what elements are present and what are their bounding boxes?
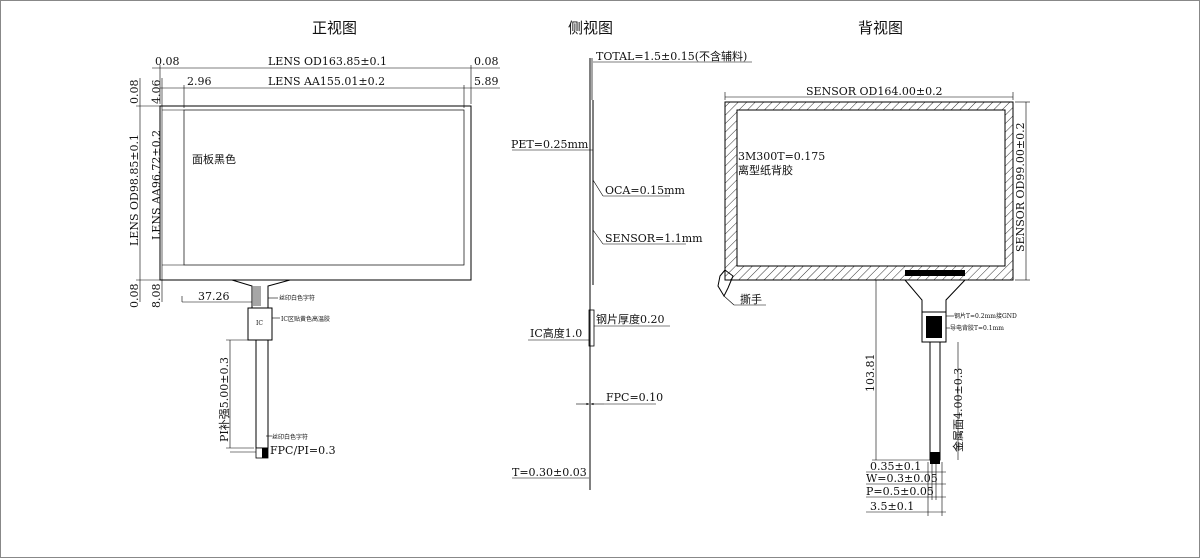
tape-note-label: 离型纸背胶 [738,163,793,177]
lens-od-width-label: LENS OD163.85±0.1 [268,55,387,68]
bottom-aa-offset-label: 8.08 [150,284,163,309]
total-width-label: 3.5±0.1 [870,500,914,513]
pitch-a-label: 0.35±0.1 [870,460,921,473]
silk-white-note-2: 丝印白色字符 [272,433,308,441]
pet-label: PET=0.25mm [511,138,589,151]
ic-label: IC [256,320,263,327]
total-thickness-label: TOTAL=1.5±0.15(不含辅料) [596,49,747,63]
lens-od-height-label: LENS OD98.85±0.1 [128,134,141,246]
lens-aa-width-label: LENS AA155.01±0.2 [268,75,385,88]
silk-white-note: 丝印白色字符 [279,294,315,302]
gold-finger-label: 金属面4.00±0.3 [951,368,965,452]
fpc-pi-label: FPC/PI=0.3 [270,444,336,457]
ic-height-label: IC高度1.0 [530,326,582,340]
lens-aa-height-label: LENS AA96.72±0.2 [150,130,163,240]
fpc-tail [255,340,269,449]
top-aa-offset-label: 4.06 [150,80,163,105]
side-view-title: 侧视图 [568,19,613,37]
ic-area-note: IC区贴黄色高温胶 [281,315,330,323]
steel-thickness-label: 钢片厚度0.20 [596,312,665,326]
side-view: TOTAL=1.5±0.15(不含辅料) PET=0.25mm OCA=0.15… [511,49,752,490]
conductive-tape-note: 导电背胶T=0.1mm [950,324,1004,332]
lens-active-area [183,109,465,266]
panel-black-note: 面板黑色 [192,152,236,166]
fpc-length-label: 103.81 [864,354,877,393]
sensor-od-width-label: SENSOR OD164.00±0.2 [806,85,943,98]
bottom-margin-label: 0.08 [128,284,141,309]
top-margin-label: 0.08 [128,80,141,105]
lens-left-margin-label: 0.08 [155,55,180,68]
aa-right-offset-label: 5.89 [474,75,499,88]
front-view-title: 正视图 [312,19,357,37]
back-fpc-tail [929,342,941,461]
total-t-label: T=0.30±0.03 [512,466,587,479]
pi-stiffener-label: PI补强5.00±0.3 [218,357,231,442]
fpc-offset-label: 37.26 [198,290,230,303]
pitch-label: P=0.5±0.05 [866,485,934,498]
steel-gnd-note: 钢片T=0.2mm接GND [954,312,1017,320]
sensor-inner-area [736,109,1006,267]
fpc-neck [231,279,291,308]
lens-outline [159,105,472,281]
front-view: 0.08 LENS OD163.85±0.1 0.08 2.96 LENS AA… [128,55,500,459]
oca-label: OCA=0.15mm [605,184,686,197]
tape-spec-label: 3M300T=0.175 [738,150,825,163]
width-label: W=0.3±0.05 [866,472,938,485]
sensor-thickness-label: SENSOR=1.1mm [605,232,703,245]
sensor-od-height-label: SENSOR OD99.00±0.2 [1014,122,1027,252]
back-view-title: 背视图 [858,19,903,37]
back-view: SENSOR OD164.00±0.2 SENSOR OD99.00±0.2 3… [717,85,1030,516]
aa-left-offset-label: 2.96 [187,75,212,88]
pull-tab-label: 撕手 [740,292,762,306]
fpc-thickness-label: FPC=0.10 [606,391,663,404]
ic-block [247,307,273,341]
lens-right-margin-label: 0.08 [474,55,499,68]
